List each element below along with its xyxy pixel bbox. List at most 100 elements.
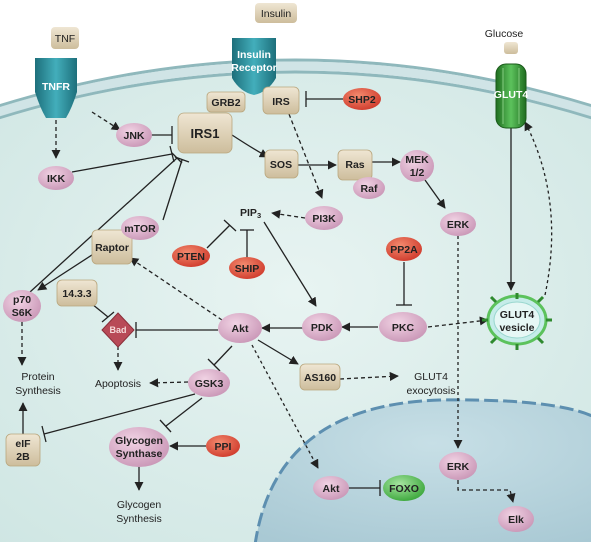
mtor-label: mTOR [124,223,156,235]
edge-pten-pip3 [206,224,231,249]
elk-node: Elk [498,506,534,532]
edge-gsk3-gs [165,397,203,427]
p70-node: p70 S6K [3,290,41,322]
glycogen-synthase-node: Glycogen Synthase [109,427,169,467]
ras-node: Ras [337,149,373,181]
nucleus [255,399,591,542]
eif2b-label-2: 2B [16,451,30,463]
eif2b-label-1: eIF [15,438,31,450]
edge-1433-bad-bar [101,311,115,323]
edge-pkc-vesicle [427,316,489,328]
edge-as160-exocytosis [339,371,399,381]
sos-node: SOS [264,149,299,179]
bad-node: Bad [101,312,135,348]
tnf-ligand [51,27,79,49]
glycogen-synthesis-label-1: Glycogen [117,499,162,511]
foxo-node: FOXO [383,475,425,501]
edge-tnfr-jnk [91,111,121,131]
p70-label-1: p70 [13,294,31,306]
shp2-node: SHP2 [343,88,381,110]
p70-label-2: S6K [12,307,33,319]
shp2-label: SHP2 [348,94,376,106]
edge-akt-raptor [129,257,223,321]
irs1-node: IRS1 [177,112,233,154]
protein-synthesis-label-2: Synthesis [15,385,61,397]
vesicle-spike-2 [536,295,545,304]
akt-nucleus-label: Akt [323,483,340,495]
edge-pi3k-pip3 [271,209,306,219]
insulin-label: Insulin [261,8,292,20]
edge-gsk3-eif2b [43,393,196,435]
pkc-label: PKC [392,322,415,334]
tnfr-receptor [35,58,77,118]
edge-irs-pi3k [288,113,324,199]
glut4-label: GLUT4 [494,89,529,101]
foxo-label: FOXO [389,483,419,495]
jnk-label: JNK [123,130,144,142]
jnk-node: JNK [116,123,152,147]
vesicle-spike-4 [536,336,545,345]
edge-akt-nucakt [251,344,319,469]
bad-label: Bad [109,325,126,335]
1433-label: 14.3.3 [62,288,91,300]
edge-pip3-pdk [263,221,317,307]
as160-node: AS160 [299,363,341,391]
erk-top-node: ERK [440,212,476,236]
sos-label: SOS [270,159,292,171]
vesicle-spike-8 [489,295,498,304]
vesicle-label-1: GLUT4 [500,309,535,321]
mek-node: MEK 1/2 [400,150,434,182]
erk-top-label: ERK [447,219,470,231]
edge-ikk-irs1 [71,153,173,173]
tnfr-label: TNFR [42,81,70,93]
as160-label: AS160 [304,372,336,384]
vesicle-label-2: vesicle [499,322,534,334]
edge-vesicle-glut4 [524,121,553,296]
insulin-receptor-label-2: Receptor [231,62,277,74]
mek-label-1: MEK [405,154,429,166]
nucleus-membrane [254,398,591,542]
edge-gsk3-gs-bar [159,419,172,433]
gsk3-node: GSK3 [188,369,230,397]
edge-pten-pip3-bar [223,219,237,232]
1433-node: 14.3.3 [56,279,98,307]
pi3k-node: PI3K [305,206,343,230]
mek-label-2: 1/2 [410,167,425,179]
edge-gsk3-apoptosis [149,378,189,388]
pten-label: PTEN [177,251,205,263]
pi3k-label: PI3K [312,213,336,225]
ppi-node: PPI [206,435,240,457]
mtor-node: mTOR [121,216,159,240]
eif2b-node: eIF 2B [5,433,41,467]
ppi-label: PPI [215,441,232,453]
ship-label: SHIP [235,263,260,275]
akt-node: Akt [218,313,262,343]
insulin-ligand [255,3,297,23]
grb2-label: GRB2 [211,97,240,109]
exocytosis-label-2: exocytosis [406,385,455,397]
edge-akt-gsk3 [213,345,233,366]
gs-label-1: Glycogen [115,435,163,447]
pp2a-node: PP2A [386,237,422,261]
edge-akt-as160 [257,339,299,365]
glucose-dot [504,42,518,54]
edge-akt-gsk3-bar [207,358,221,372]
raf-label: Raf [361,183,378,195]
gsk3-label: GSK3 [195,378,224,390]
pten-node: PTEN [172,245,210,267]
pdk-label: PDK [311,322,334,334]
insulin-receptor-label-1: Insulin [237,49,271,61]
vesicle-spike-6 [489,336,498,345]
raptor-label: Raptor [95,242,129,254]
edge-raptor-p70 [37,252,96,291]
exocytosis-label-1: GLUT4 [414,371,448,383]
akt-nucleus-node: Akt [313,476,349,500]
raptor-node: Raptor [91,229,133,265]
glycogen-synthesis-label-2: Synthesis [116,513,162,525]
ikk-label: IKK [47,173,66,185]
raf-node: Raf [353,177,385,199]
edge-gsk3-eif2b-bar [41,425,47,443]
tnf-label: TNF [55,33,75,45]
